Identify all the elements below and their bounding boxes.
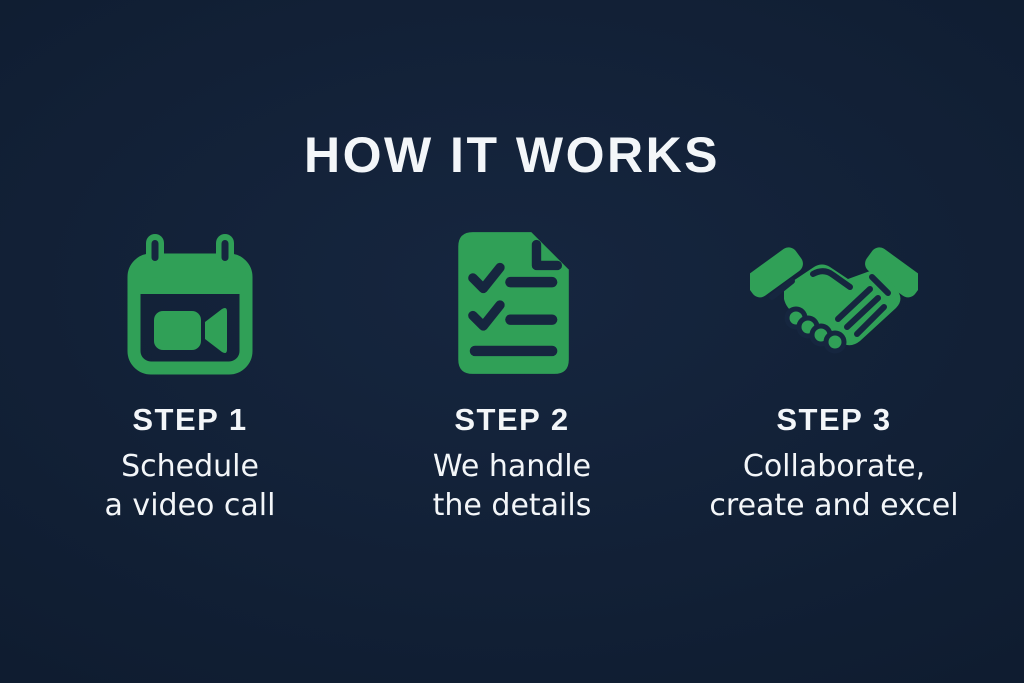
step-description-line: a video call <box>104 488 276 523</box>
steps-row: STEP 1 Schedule a video call <box>0 228 1024 525</box>
step-description: Collaborate, create and excel <box>709 447 958 525</box>
step-label: STEP 3 <box>776 402 892 437</box>
step-description-line: create and excel <box>709 488 959 523</box>
step-description: We handle the details <box>433 447 592 525</box>
step-label: STEP 1 <box>132 402 248 437</box>
step-description-line: We handle <box>432 449 592 484</box>
step-description-line: Schedule <box>121 449 259 484</box>
step-description-line: the details <box>432 488 592 523</box>
step-description: Schedule a video call <box>105 447 276 525</box>
page-title: HOW IT WORKS <box>303 127 721 183</box>
step-3-column: STEP 3 Collaborate, create and excel <box>673 228 995 525</box>
step-description-line: Collaborate, <box>742 449 926 484</box>
step-1-column: STEP 1 Schedule a video call <box>29 228 351 525</box>
step-label: STEP 2 <box>454 402 570 437</box>
calendar-video-icon-svg <box>127 234 253 375</box>
calendar-video-icon <box>124 228 256 378</box>
checklist-document-icon <box>454 228 571 378</box>
step-2-column: STEP 2 We handle the details <box>351 228 673 525</box>
handshake-icon <box>750 228 918 378</box>
checklist-document-icon-svg <box>457 232 569 374</box>
handshake-icon-svg <box>750 247 918 354</box>
